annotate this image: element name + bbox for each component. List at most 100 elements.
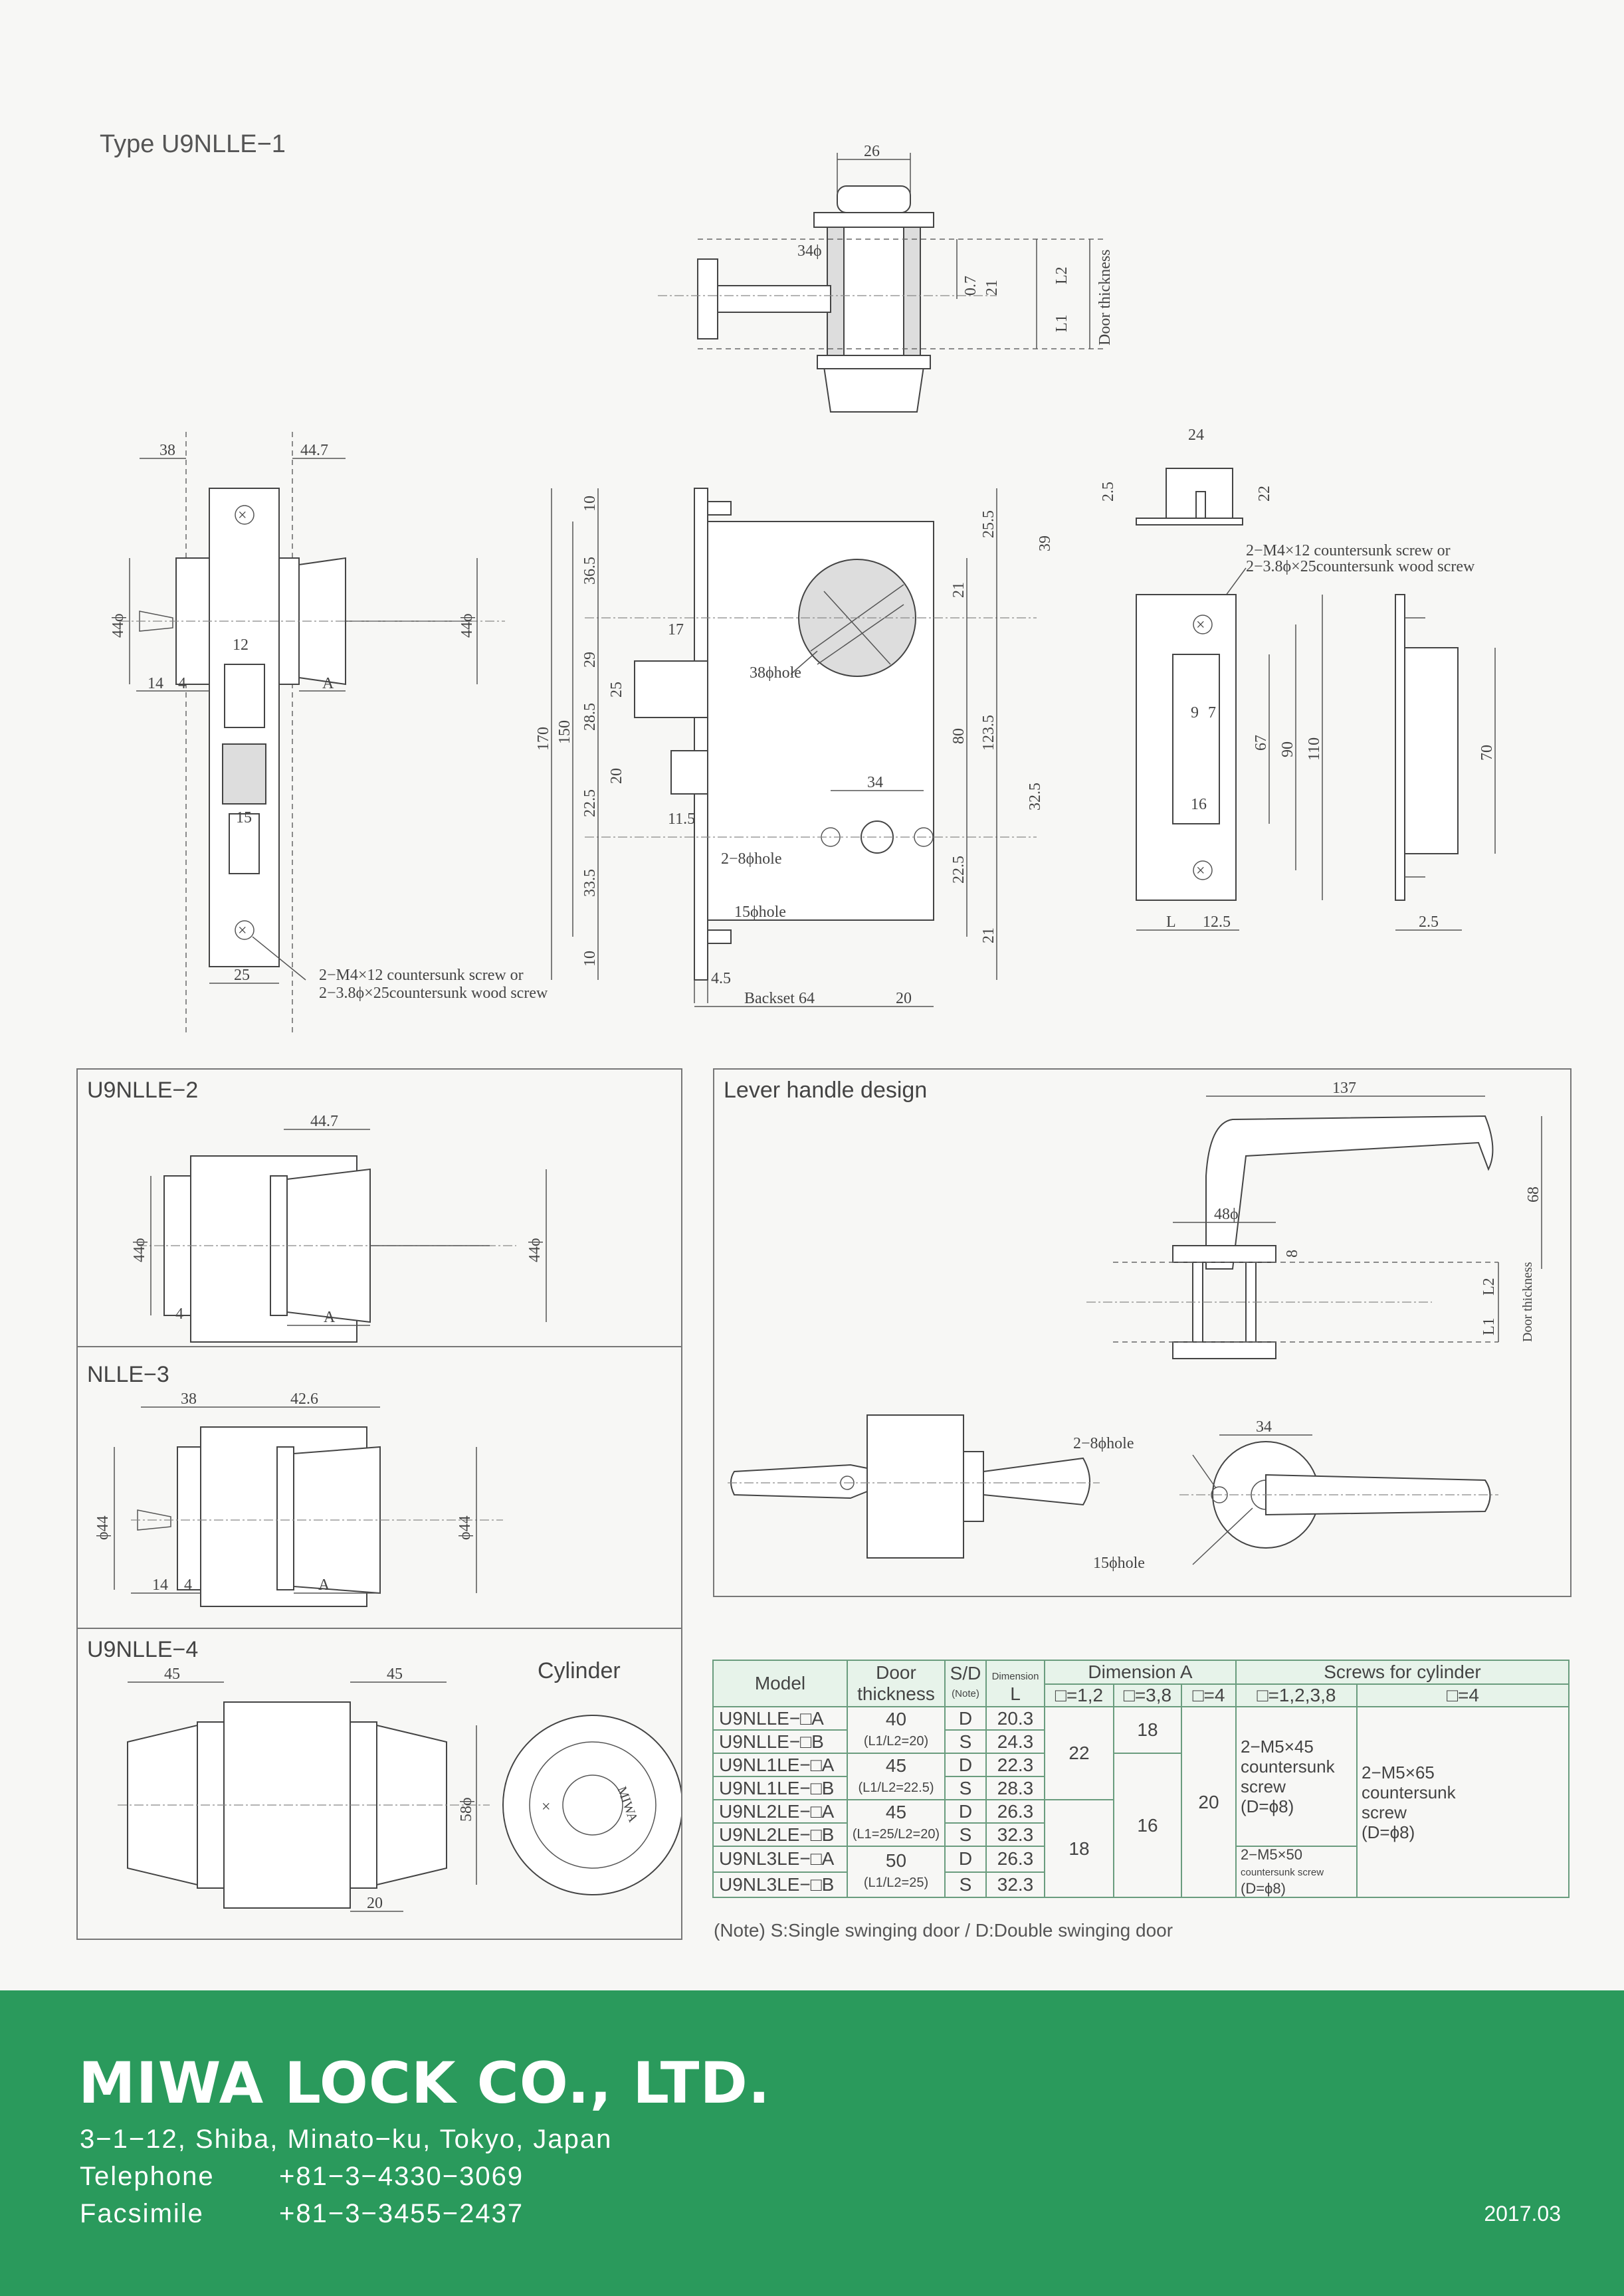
hole-15-label: 15ϕhole: [1093, 1555, 1145, 1572]
cell-sd: S: [944, 1871, 987, 1898]
print-date: 2017.03: [1484, 2202, 1561, 2226]
th-a-4: □=4: [1181, 1683, 1237, 1707]
dim-2-5-top: 2.5: [1100, 482, 1117, 502]
dim-170: 170: [535, 727, 552, 751]
dim-45-left: 45: [164, 1666, 180, 1683]
dim-21: 21: [983, 280, 1001, 296]
dim-22-5-right: 22.5: [950, 856, 967, 884]
dim-12: 12: [233, 636, 249, 654]
cell-thickness-4: 50(L1/L2=25): [847, 1846, 946, 1898]
screw-a-line: screw: [1241, 1776, 1286, 1796]
dim-4: 4: [184, 1577, 192, 1594]
dim-21-top: 21: [950, 582, 967, 598]
dim-L2: L2: [1053, 266, 1070, 284]
front-view-drawing: × × 38 44.7 44ϕ 44ϕ 12 14 4 A 15 25 2−M4…: [110, 432, 548, 1036]
th-dimension-A: Dimension A: [1044, 1660, 1237, 1685]
screw-c-line: screw: [1362, 1802, 1407, 1822]
screw-b-line: countersunk screw: [1241, 1867, 1324, 1878]
cell-dimA-12-2: 18: [1044, 1799, 1114, 1898]
screw-c-line: 2−M5×65: [1362, 1762, 1435, 1782]
dim-44-7: 44.7: [310, 1113, 338, 1130]
dim-4: 4: [178, 675, 186, 692]
cell-sd: D: [944, 1799, 987, 1824]
panel-title-u9nlle4: U9NLLE−4: [87, 1637, 199, 1662]
dim-2-5-bottom: 2.5: [1419, 913, 1439, 931]
panel-title-u9nlle2: U9NLLE−2: [87, 1078, 199, 1103]
cell-dimA-38-1: 18: [1113, 1706, 1182, 1754]
svg-text:×: ×: [542, 1798, 551, 1816]
cell-sd: S: [944, 1822, 987, 1847]
th-a-38: □=3,8: [1113, 1683, 1182, 1707]
dim-A: A: [322, 675, 334, 692]
spec-table: Model Door thickness S/D(Note) Dimension…: [712, 1660, 1570, 1898]
screw-note-1: 2−M4×12 countersunk screw or: [319, 967, 524, 984]
th-a-12: □=1,2: [1044, 1683, 1114, 1707]
cell-L: 32.3: [985, 1822, 1045, 1847]
dim-22-5-left: 22.5: [581, 789, 599, 817]
strike-drawing: 24 2.5 22 2−M4×12 countersunk screw or 2…: [1100, 427, 1496, 931]
panel-title-lever: Lever handle design: [724, 1078, 928, 1103]
th-sd-label: S/D: [950, 1662, 981, 1683]
u9nlle4-drawing: 45 45 58ϕ 20 × MIWA: [118, 1666, 681, 1912]
screw-c-line: countersunk: [1362, 1782, 1456, 1802]
strike-screw-note-1: 2−M4×12 countersunk screw or: [1246, 542, 1451, 559]
cell-model: U9NL1LE−□A: [712, 1753, 848, 1777]
hole-8-label: 2−8ϕhole: [721, 850, 782, 868]
cell-thickness-1: 40(L1/L2=20): [847, 1706, 946, 1754]
cell-sd: D: [944, 1846, 987, 1873]
cell-model: U9NLLE−□B: [712, 1729, 848, 1754]
dim-39: 39: [1037, 535, 1054, 551]
screw-c-line: (D=ϕ8): [1362, 1822, 1415, 1842]
dim-150: 150: [556, 720, 573, 744]
dim-44phi-right: 44ϕ: [458, 613, 476, 638]
dim-36-5: 36.5: [581, 557, 599, 585]
thickness-value: 45: [885, 1755, 907, 1776]
dim-24: 24: [1188, 427, 1204, 444]
dim-67: 67: [1253, 735, 1270, 751]
dim-A: A: [324, 1309, 336, 1326]
dim-phi44-right: ϕ44: [457, 1515, 474, 1540]
page-title: Type U9NLLE−1: [100, 130, 286, 158]
hole-38-label: 38ϕhole: [750, 664, 801, 682]
dim-44phi-left: 44ϕ: [110, 613, 127, 638]
dim-20: 20: [367, 1895, 383, 1912]
screw-b-line: 2−M5×50: [1241, 1846, 1302, 1863]
dim-32-5: 32.5: [1027, 783, 1044, 811]
dim-door-thickness: Door thickness: [1096, 249, 1114, 345]
cell-L: 26.3: [985, 1799, 1045, 1824]
cell-L: 20.3: [985, 1706, 1045, 1731]
screw-a-line: 2−M5×45: [1241, 1737, 1314, 1757]
nlle3-drawing: 38 42.6 ϕ44 ϕ44 14 4 A: [94, 1390, 503, 1607]
fax-label: Facsimile: [80, 2199, 204, 2228]
dim-26: 26: [864, 143, 880, 160]
dim-4: 4: [175, 1305, 183, 1323]
screw-note-2: 2−3.8ϕ×25countersunk wood screw: [319, 985, 548, 1002]
dim-34: 34: [867, 774, 883, 791]
dim-10-top: 10: [581, 496, 599, 512]
dim-45-right: 45: [387, 1666, 403, 1683]
lock-body-drawing: 170 150 10 36.5 29 28.5 25 20 22.5 33.5 …: [535, 488, 1054, 1007]
dim-14: 14: [152, 1577, 168, 1594]
address: 3−1−12, Shiba, Minato−ku, Tokyo, Japan: [80, 2125, 613, 2154]
svg-text:×: ×: [238, 922, 247, 939]
dim-11-5: 11.5: [668, 811, 695, 828]
screw-a-line: countersunk: [1241, 1757, 1335, 1776]
dim-A: A: [318, 1577, 330, 1594]
dim-L2: L2: [1480, 1278, 1498, 1295]
dim-68: 68: [1525, 1187, 1542, 1202]
strike-screw-note-2: 2−3.8ϕ×25countersunk wood screw: [1246, 558, 1475, 575]
thickness-sub: (L1=25/L2=20): [852, 1826, 940, 1842]
dim-L: L: [1166, 913, 1176, 931]
dim-15: 15: [236, 809, 252, 826]
cell-model: U9NL3LE−□A: [712, 1846, 848, 1873]
th-sd: S/D(Note): [944, 1660, 987, 1707]
dim-17: 17: [668, 621, 684, 638]
dim-38: 38: [159, 442, 175, 459]
cell-dimA-12-1: 22: [1044, 1706, 1114, 1800]
telephone-label: Telephone: [80, 2162, 215, 2191]
dim-137: 137: [1332, 1080, 1356, 1097]
dim-20-bottom: 20: [896, 990, 912, 1007]
dim-7: 7: [1208, 704, 1216, 721]
dim-25: 25: [234, 967, 250, 984]
